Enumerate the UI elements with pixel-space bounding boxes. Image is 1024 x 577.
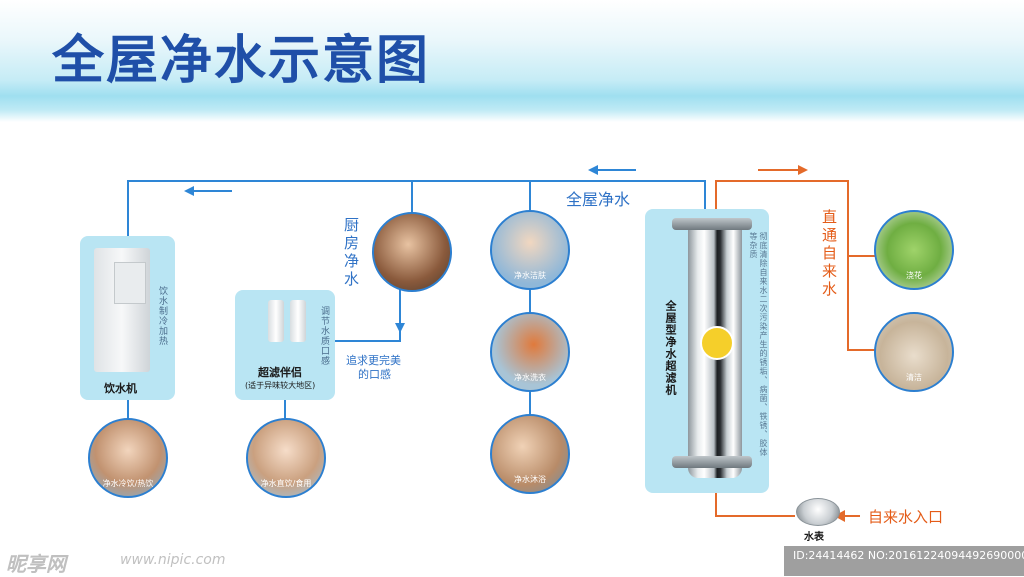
watermark-id-bar: [784, 546, 1024, 576]
direct-char-5: 水: [822, 280, 838, 298]
filter-name-label: 全屋型净水超滤机: [664, 300, 677, 396]
laundry-scene-image: 净水洗衣: [490, 312, 570, 392]
header-banner: [0, 0, 1024, 122]
filter-description: 彻底清除自来水二次污染产生的锈垢、病菌、铁锈、胶体等杂质: [749, 232, 768, 457]
bath-caption: 净水沐浴: [514, 475, 546, 484]
tap-water-pipe-top: [715, 180, 876, 257]
dispenser-label: 饮水机: [104, 382, 137, 395]
tap-water-inlet-pipe: [715, 488, 795, 517]
tap-water-pipe-clean: [847, 256, 876, 351]
pursuit-line-2: 的口感: [358, 368, 391, 381]
inlet-label: 自来水入口: [868, 508, 944, 526]
dispenser-vertical-label: 饮水制冷加热: [157, 286, 167, 346]
laundry-caption: 净水洗衣: [514, 373, 546, 382]
filter-cartridge-right-image: [290, 300, 306, 342]
kitchen-scene-image: [372, 212, 452, 292]
drinking-man-scene-image: 净水冷饮/热饮: [88, 418, 168, 498]
companion-subtitle: (适于异味较大地区): [245, 381, 316, 390]
cleaning-caption: 清洁: [906, 373, 922, 382]
page-title: 全屋净水示意图: [52, 31, 431, 91]
companion-title: 超滤伴侣: [258, 366, 302, 379]
bath-scene-image: 净水沐浴: [490, 414, 570, 494]
flow-arrowhead-down: [395, 323, 405, 333]
drinking-man-caption: 净水冷饮/热饮: [102, 479, 154, 488]
whole-house-label: 全屋净水: [566, 190, 631, 209]
drinking-woman-scene-image: 净水直饮/食用: [246, 418, 326, 498]
direct-char-1: 直: [822, 208, 838, 226]
watermark-id: ID:24414462 NO:20161224094492690000: [793, 549, 1024, 562]
filter-cartridge-left-image: [268, 300, 284, 342]
water-meter-label: 水表: [804, 532, 824, 543]
direct-char-4: 来: [822, 262, 838, 280]
tap-arrowhead-right: [798, 165, 808, 175]
face-wash-caption: 净水洁肤: [514, 271, 546, 280]
brand-logo: [700, 326, 734, 360]
direct-char-3: 自: [822, 244, 838, 262]
watering-scene-image: 浇花: [874, 210, 954, 290]
ultrafilter-top-cap: [672, 218, 752, 230]
face-wash-scene-image: 净水洁肤: [490, 210, 570, 290]
kitchen-char-4: 水: [344, 270, 360, 288]
pursuit-line-1: 追求更完美: [346, 354, 401, 367]
watermark-site: 昵享网: [6, 552, 66, 576]
water-meter-icon: [796, 498, 840, 526]
companion-vertical-label: 调节水质口感: [319, 306, 329, 366]
watermark-url: www.nipic.com: [120, 552, 226, 568]
dispenser-front-panel: [114, 262, 146, 304]
direct-char-2: 通: [822, 226, 838, 244]
inlet-arrowhead-left: [834, 510, 845, 522]
kitchen-char-2: 房: [344, 234, 360, 252]
cleaning-scene-image: 清洁: [874, 312, 954, 392]
flow-arrowhead-left-2: [588, 165, 598, 175]
ultrafilter-bottom-cap: [672, 456, 752, 468]
kitchen-char-1: 厨: [344, 216, 360, 234]
kitchen-char-3: 净: [344, 252, 360, 270]
flow-arrowhead-left-1: [184, 186, 194, 196]
watering-caption: 浇花: [906, 271, 922, 280]
drinking-woman-caption: 净水直饮/食用: [260, 479, 312, 488]
companion-panel: [235, 290, 335, 400]
pure-water-main-pipe: [127, 180, 706, 236]
